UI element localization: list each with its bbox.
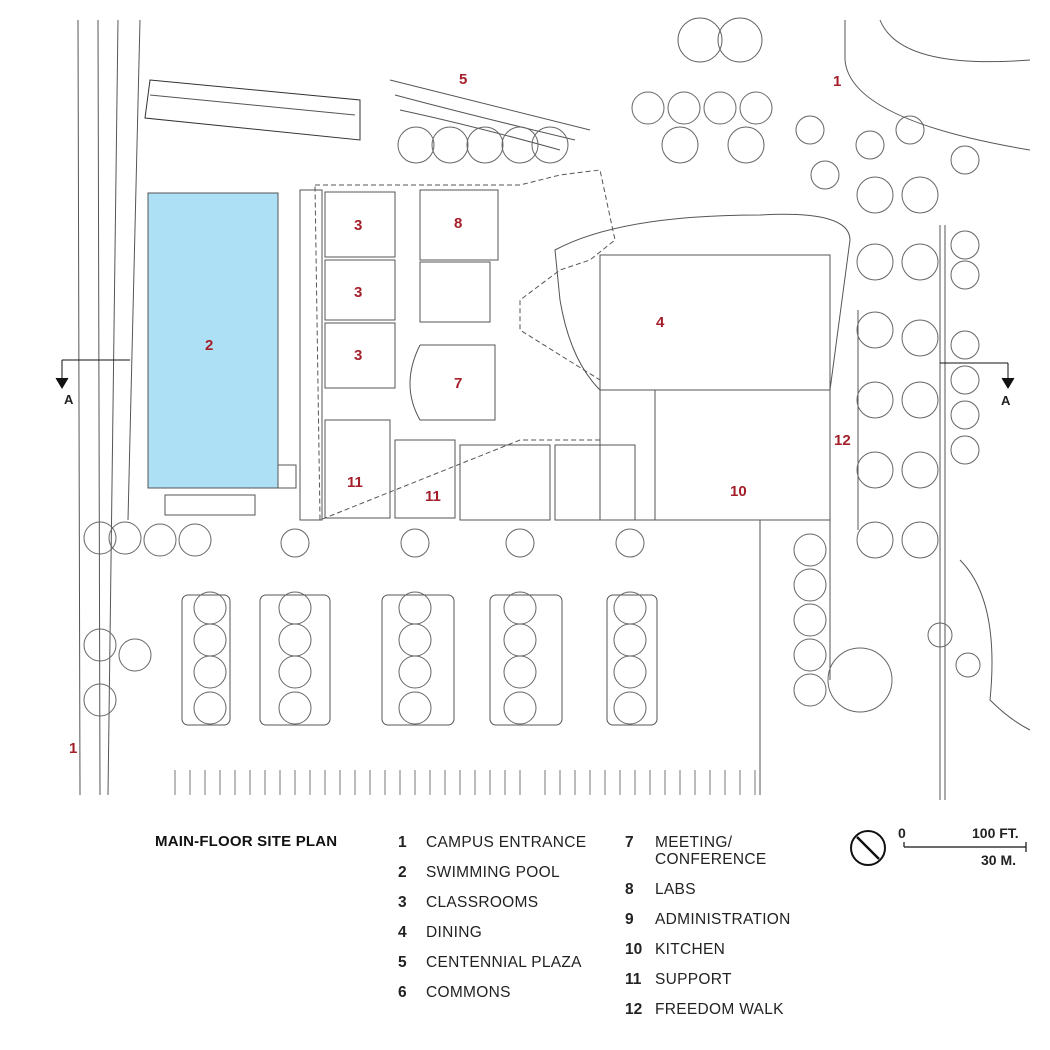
legend-name: MEETING/ CONFERENCE — [655, 834, 767, 869]
legend-number: 9 — [625, 911, 634, 929]
scale-feet: 100 FT. — [972, 825, 1019, 841]
legend-item: 5 CENTENNIAL PLAZA — [398, 954, 586, 971]
legend-number: 2 — [398, 864, 407, 882]
legend-number: 4 — [398, 924, 407, 942]
plan-label-swimming-pool: 2 — [205, 337, 214, 354]
legend-name: LABS — [655, 881, 696, 899]
legend-number: 10 — [625, 941, 643, 959]
plan-label-classrooms-2: 3 — [354, 284, 363, 301]
legend-name: CENTENNIAL PLAZA — [426, 954, 582, 972]
site-plan-drawing — [55, 17, 1031, 800]
legend-item: 12 FREEDOM WALK — [625, 1001, 791, 1018]
legend-number: 1 — [398, 834, 407, 851]
legend-title: MAIN-FLOOR SITE PLAN — [155, 833, 338, 850]
legend-number: 12 — [625, 1001, 643, 1019]
plan-label-campus-entrance-east: 1 — [833, 73, 842, 90]
legend-column-left: 1 CAMPUS ENTRANCE 2 SWIMMING POOL 3 CLASSRO… — [398, 834, 586, 1014]
plan-label-labs: 8 — [454, 215, 463, 232]
plan-label-dining: 4 — [656, 314, 665, 331]
legend-item: 3 CLASSROOMS — [398, 894, 586, 911]
legend-item: 9 ADMINISTRATION — [625, 911, 791, 928]
plan-label-centennial-plaza: 5 — [459, 71, 468, 88]
legend-item: 7 MEETING/ CONFERENCE — [625, 834, 791, 868]
plan-label-support-2: 11 — [425, 488, 441, 505]
scale-meters: 30 M. — [981, 852, 1017, 868]
legend-name: KITCHEN — [655, 941, 726, 959]
legend-number: 11 — [625, 971, 642, 989]
scale-bar — [903, 842, 1027, 852]
legend-column-right: 7 MEETING/ CONFERENCE 8 LABS 9 ADMINISTRATI… — [625, 834, 791, 1031]
plan-label-classrooms-1: 3 — [354, 217, 363, 234]
legend-name: ADMINISTRATION — [655, 911, 791, 929]
plan-label-kitchen: 10 — [730, 483, 747, 500]
legend-name: COMMONS — [426, 984, 511, 1002]
legend-item: 1 CAMPUS ENTRANCE — [398, 834, 586, 851]
legend-item: 10 KITCHEN — [625, 941, 791, 958]
legend-number: 8 — [625, 881, 634, 899]
legend-item: 8 LABS — [625, 881, 791, 898]
legend-name: FREEDOM WALK — [655, 1001, 784, 1019]
legend-name: SUPPORT — [655, 971, 732, 989]
legend-item: 6 COMMONS — [398, 984, 586, 1001]
legend-name: CAMPUS ENTRANCE — [426, 834, 587, 851]
legend-name: DINING — [426, 924, 483, 942]
section-marker-west: A — [64, 392, 74, 407]
legend-item: 4 DINING — [398, 924, 586, 941]
swimming-pool — [147, 192, 279, 489]
legend-number: 5 — [398, 954, 407, 972]
plan-label-freedom-walk: 12 — [834, 432, 851, 449]
scale-zero: 0 — [898, 825, 906, 841]
legend-item: 2 SWIMMING POOL — [398, 864, 586, 881]
legend-number: 7 — [625, 834, 634, 851]
legend-name: SWIMMING POOL — [426, 864, 560, 882]
legend-name: CLASSROOMS — [426, 894, 539, 912]
section-marker-east: A — [1001, 393, 1011, 408]
legend-item: 11 SUPPORT — [625, 971, 791, 988]
legend-number: 3 — [398, 894, 407, 912]
plan-label-support-1: 11 — [347, 474, 363, 491]
plan-label-classrooms-3: 3 — [354, 347, 363, 364]
north-arrow-icon — [850, 830, 886, 866]
legend-number: 6 — [398, 984, 407, 1002]
plan-label-campus-entrance-west: 1 — [69, 740, 78, 757]
plan-label-meeting: 7 — [454, 375, 463, 392]
